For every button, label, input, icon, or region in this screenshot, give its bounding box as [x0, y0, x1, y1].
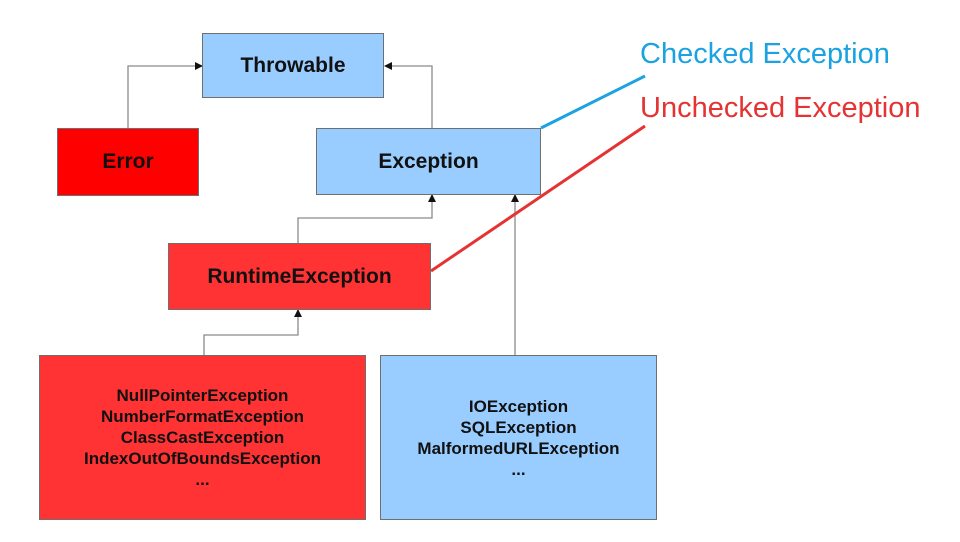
checked-item: MalformedURLException [417, 438, 620, 458]
unchecked-item: ClassCastException [120, 428, 285, 447]
unchecked-item: ... [195, 470, 210, 489]
throwable-label: Throwable [240, 53, 346, 77]
unchecked-exception-label: Unchecked Exception [640, 92, 921, 124]
error-label: Error [102, 150, 154, 173]
runtime-exception-box: RuntimeException [168, 243, 431, 310]
checked-callout-line [540, 74, 646, 130]
checked-item: IOException [468, 396, 569, 416]
connector-unchecked-list-to-runtime [203, 309, 302, 355]
throwable-box: Throwable [202, 33, 384, 98]
connector-runtime-to-exception [297, 194, 436, 243]
exception-box: Exception [316, 128, 541, 195]
unchecked-item: IndexOutOfBoundsException [83, 449, 322, 468]
error-box: Error [57, 128, 199, 196]
unchecked-exceptions-box: NullPointerException NumberFormatExcepti… [39, 355, 366, 520]
runtime-exception-label: RuntimeException [207, 264, 392, 288]
unchecked-item: NumberFormatException [100, 407, 305, 426]
connector-error-to-throwable [127, 62, 203, 128]
checked-exceptions-box: IOException SQLException MalformedURLExc… [380, 355, 657, 520]
unchecked-callout-line [430, 124, 646, 273]
unchecked-item: NullPointerException [116, 386, 289, 405]
exception-label: Exception [378, 149, 479, 173]
checked-item: ... [511, 459, 526, 479]
connector-exception-to-throwable [384, 62, 433, 128]
checked-item: SQLException [460, 417, 577, 437]
checked-exception-label: Checked Exception [640, 38, 890, 70]
